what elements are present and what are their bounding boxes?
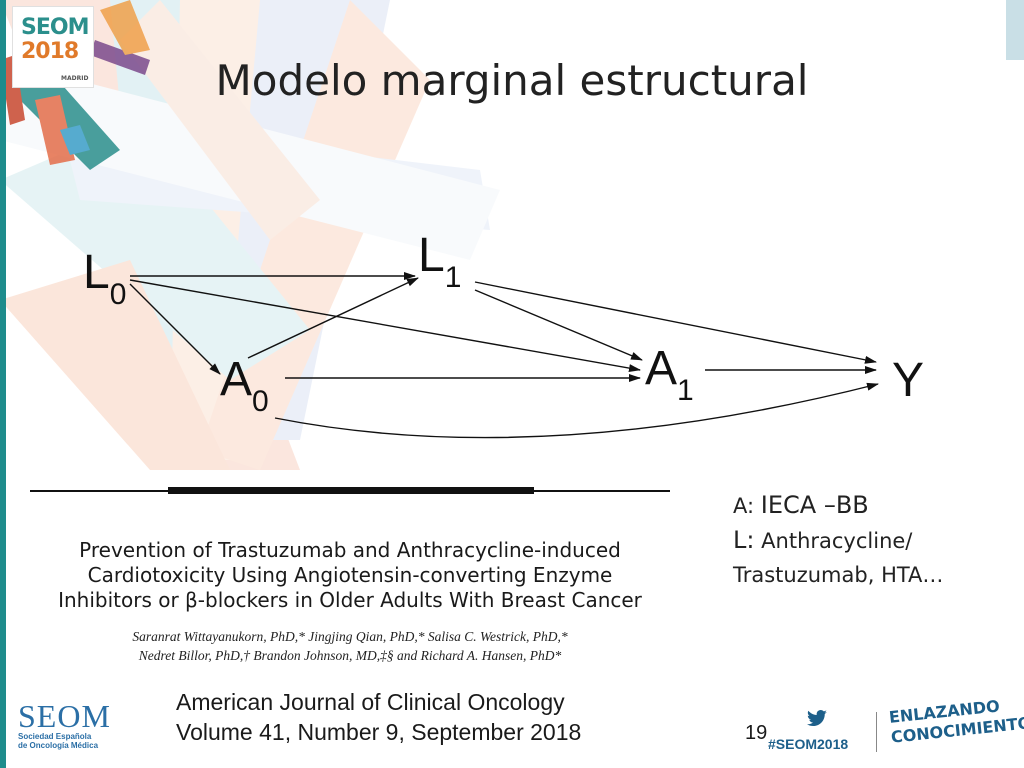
footer-brand: SEOM	[18, 698, 111, 734]
node-l1: L1	[418, 232, 461, 293]
paper-authors-line: Nedret Billor, PhD,† Brandon Johnson, MD…	[138, 648, 562, 663]
seom-society-logo: SEOM Sociedad Española de Oncología Médi…	[18, 700, 111, 750]
node-a1: A1	[645, 345, 694, 406]
legend-a-value: IECA –BB	[760, 491, 869, 519]
logo-year-text: 2018	[21, 39, 79, 64]
left-accent-bar	[0, 0, 6, 768]
node-a0-letter: A	[220, 353, 253, 406]
footer-brand-sub-2: de Oncología Médica	[18, 741, 99, 750]
paper-authors: Saranrat Wittayanukorn, PhD,* Jingjing Q…	[0, 627, 700, 665]
seom-2018-logo: SEOM 2018 MADRID	[12, 6, 94, 88]
legend-l-value: Anthracycline/	[761, 529, 913, 553]
corner-decoration	[1006, 0, 1024, 60]
paper-title-line: Cardiotoxicity Using Angiotensin-convert…	[87, 563, 613, 587]
page-number: 19	[745, 722, 768, 744]
hashtag-label: #SEOM2018	[768, 736, 849, 752]
slide-title: Modelo marginal estructural	[215, 56, 809, 105]
journal-name: American Journal of Clinical Oncology	[176, 689, 565, 715]
edge-l1-y	[474, 281, 877, 364]
node-l0-letter: L	[83, 246, 110, 299]
paper-title-line: Inhibitors or β-blockers in Older Adults…	[58, 588, 642, 612]
node-l0-subscript: 0	[109, 278, 127, 311]
logo-brand-text: SEOM	[21, 15, 89, 40]
node-a1-subscript: 1	[677, 374, 694, 407]
edge-a0-l1	[247, 277, 419, 359]
node-a0: A0	[220, 356, 269, 417]
legend-a-key: A:	[733, 494, 755, 518]
paper-title-line: Prevention of Trastuzumab and Anthracycl…	[79, 538, 621, 562]
journal-volume: Volume 41, Number 9, September 2018	[176, 719, 582, 745]
legend-l-line: L: Anthracycline/	[733, 523, 943, 558]
node-a0-subscript: 0	[252, 385, 269, 418]
footer-brand-sub-1: Sociedad Española	[18, 732, 92, 741]
node-l0: L0	[83, 249, 126, 310]
logo-city-text: MADRID	[61, 75, 89, 82]
journal-citation: American Journal of Clinical Oncology Vo…	[176, 687, 581, 747]
reference-rule-thick	[168, 487, 534, 494]
legend-l-key: L:	[733, 526, 755, 554]
legend-a-line: A: IECA –BB	[733, 488, 943, 523]
node-y-letter: Y	[892, 354, 925, 407]
edge-a0-y	[274, 382, 879, 439]
node-y: Y	[892, 357, 924, 405]
twitter-bird-icon	[807, 710, 827, 727]
paper-title: Prevention of Trastuzumab and Anthracycl…	[0, 538, 700, 613]
node-l1-subscript: 1	[444, 261, 462, 294]
edge-l0-a1	[129, 279, 641, 373]
node-a1-letter: A	[645, 342, 678, 395]
legend-l-value-line-2: Trastuzumab, HTA…	[733, 563, 944, 587]
paper-authors-line: Saranrat Wittayanukorn, PhD,* Jingjing Q…	[132, 629, 568, 644]
edge-l0-a0	[129, 283, 221, 375]
edge-l1-a1	[474, 289, 643, 361]
footer-divider	[876, 712, 877, 752]
variable-legend: A: IECA –BB L: Anthracycline/ Trastuzuma…	[733, 488, 943, 592]
node-l1-letter: L	[418, 229, 445, 282]
